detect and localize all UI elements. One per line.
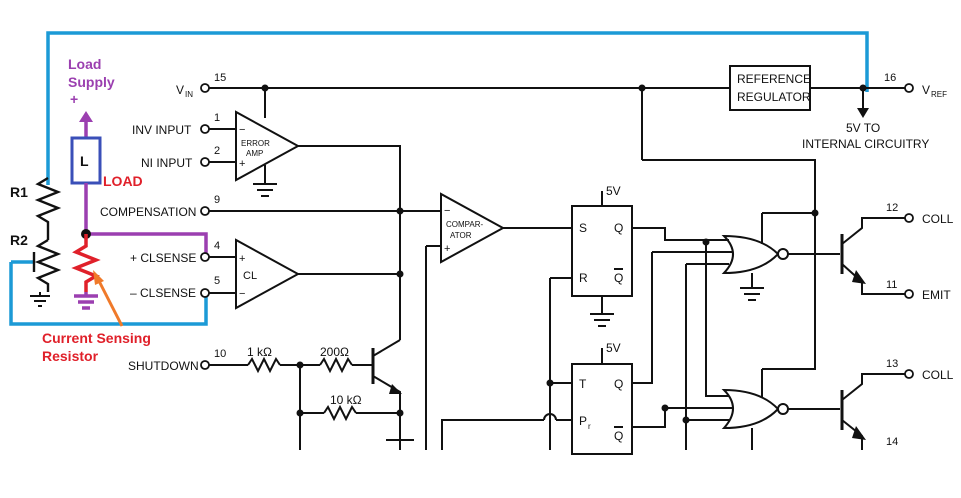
svg-text:R: R	[579, 271, 588, 285]
svg-text:13: 13	[886, 358, 898, 370]
svg-text:4: 4	[214, 240, 220, 252]
svg-text:5V: 5V	[606, 341, 621, 355]
load-label: LOAD	[103, 173, 143, 189]
load-supply-label-2: Supply	[68, 74, 115, 90]
svg-text:+: +	[239, 158, 245, 170]
svg-text:5: 5	[214, 275, 220, 287]
svg-text:16: 16	[884, 72, 896, 84]
load-branch	[70, 111, 208, 310]
svg-text:S: S	[579, 221, 587, 235]
pin-shutdown: SHUTDOWN 10	[128, 348, 226, 373]
svg-text:−: −	[444, 205, 450, 217]
svg-text:V: V	[922, 83, 930, 97]
pin-plus-clsense: + CLSENSE 4	[130, 240, 220, 265]
svg-text:P: P	[579, 414, 587, 428]
output-transistor-a: 12 11 COLL EMIT	[840, 202, 954, 302]
svg-text:9: 9	[214, 194, 220, 206]
svg-text:+ CLSENSE: + CLSENSE	[130, 251, 196, 265]
svg-text:INV INPUT: INV INPUT	[132, 123, 192, 137]
svg-text:CL: CL	[243, 270, 257, 282]
svg-text:11: 11	[886, 279, 897, 291]
pin-compensation: COMPENSATION 9	[100, 194, 220, 219]
svg-text:15: 15	[214, 72, 226, 84]
comparator: − + COMPAR- ATOR	[425, 192, 572, 450]
pin-vin: V IN 15	[176, 72, 226, 99]
svg-text:REGULATOR: REGULATOR	[737, 90, 811, 104]
svg-text:V: V	[176, 83, 184, 97]
svg-text:ATOR: ATOR	[450, 231, 472, 240]
svg-text:ERROR: ERROR	[241, 139, 270, 148]
svg-text:Q: Q	[614, 271, 623, 285]
svg-text:T: T	[579, 377, 587, 391]
svg-text:−: −	[239, 124, 245, 136]
svg-text:Q: Q	[614, 429, 623, 443]
svg-text:– CLSENSE: – CLSENSE	[130, 286, 196, 300]
svg-text:NI INPUT: NI INPUT	[141, 156, 193, 170]
svg-text:COMPAR-: COMPAR-	[446, 220, 484, 229]
svg-text:10: 10	[214, 348, 226, 360]
orange-pointer-arrow	[93, 270, 124, 327]
svg-text:COLL: COLL	[922, 368, 954, 382]
svg-text:+: +	[444, 243, 450, 255]
internal-circuitry-label-1: 5V TO	[846, 121, 880, 135]
resistor-200-label: 200Ω	[320, 345, 349, 359]
current-sensing-label-2: Resistor	[42, 348, 99, 364]
svg-text:REFERENCE: REFERENCE	[737, 72, 811, 86]
load-inductor-box	[70, 136, 102, 185]
svg-text:Q: Q	[614, 377, 623, 391]
vin-rail	[209, 84, 905, 213]
resistor-r2	[32, 238, 62, 292]
svg-text:+: +	[239, 253, 245, 265]
svg-text:IN: IN	[185, 90, 193, 99]
output-transistor-b: 13 COLL 14	[840, 358, 954, 450]
pin-vref: 16 V REF	[857, 72, 947, 118]
svg-text:12: 12	[886, 202, 898, 214]
svg-text:REF: REF	[931, 90, 947, 99]
svg-text:2: 2	[214, 145, 220, 157]
svg-text:EMIT: EMIT	[922, 288, 951, 302]
blue-feedback-wires	[9, 31, 869, 326]
svg-text:SHUTDOWN: SHUTDOWN	[128, 359, 199, 373]
pin-inv-input: INV INPUT 1	[132, 112, 220, 137]
error-amp: − + ERROR AMP	[209, 110, 401, 211]
svg-text:5V: 5V	[606, 184, 621, 198]
svg-text:r: r	[588, 422, 591, 431]
pin-ni-input: NI INPUT 2	[141, 145, 220, 170]
internal-circuitry-label-2: INTERNAL CIRCUITRY	[802, 137, 929, 151]
resistor-10k-label: 10 kΩ	[330, 393, 362, 407]
svg-text:Q: Q	[614, 221, 623, 235]
current-sensing-resistor	[71, 234, 101, 292]
load-supply-label-1: Load	[68, 56, 101, 72]
svg-text:14: 14	[886, 436, 898, 448]
load-supply-plus: +	[70, 91, 78, 107]
r1-label: R1	[10, 184, 28, 200]
r2-label: R2	[10, 232, 28, 248]
svg-text:−: −	[239, 288, 245, 300]
svg-text:1: 1	[214, 112, 220, 124]
svg-text:COLL: COLL	[922, 212, 954, 226]
svg-text:AMP: AMP	[246, 149, 263, 158]
current-limit-amp: + − CL	[209, 238, 400, 310]
load-inductor-label: L	[80, 153, 89, 169]
resistor-r1	[34, 176, 62, 240]
current-sensing-label-1: Current Sensing	[42, 330, 151, 346]
nor-gate-2	[632, 213, 840, 450]
pin-minus-clsense: – CLSENSE 5	[130, 275, 220, 300]
ground-r2	[30, 292, 50, 307]
reference-regulator-block: REFERENCE REGULATOR	[729, 65, 811, 111]
compensation-wire	[209, 207, 441, 340]
shutdown-network	[209, 339, 414, 450]
resistor-1k-label: 1 kΩ	[247, 345, 272, 359]
svg-text:COMPENSATION: COMPENSATION	[100, 205, 196, 219]
flip-flop-2: T Q P r Q 5V	[441, 341, 633, 455]
